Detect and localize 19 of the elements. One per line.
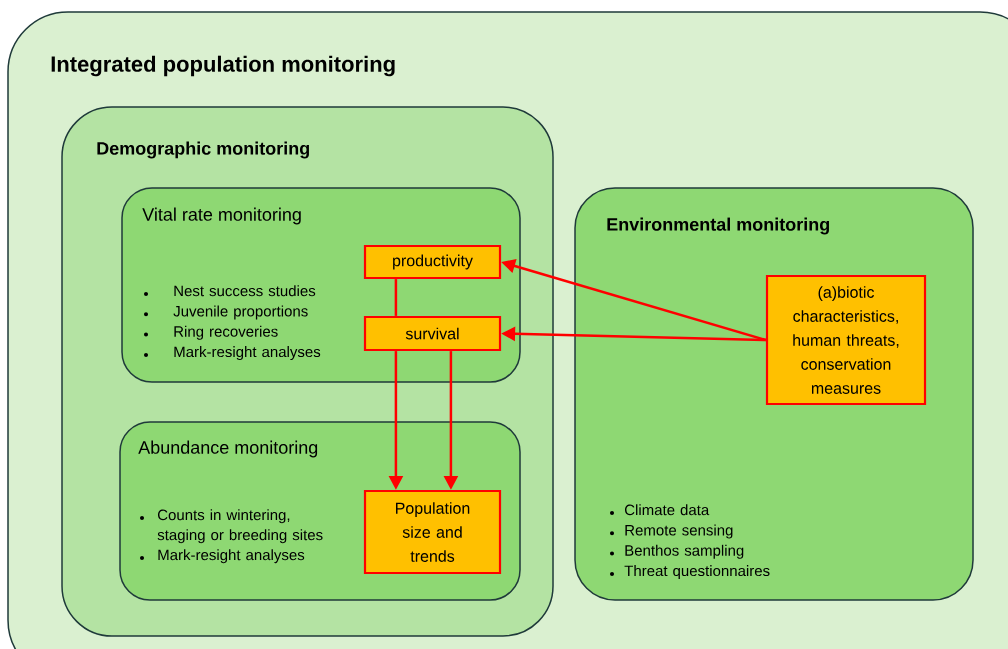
bullet-item: Climate data — [610, 504, 710, 516]
output-box: (a)biotic characteristics, human threats, conservation measures — [765, 274, 927, 406]
bullet-item: Benthos sampling — [610, 544, 744, 559]
bullet-item: Nest success studies — [144, 285, 316, 297]
output-box: Population size and trends — [363, 489, 502, 575]
heading: Integrated population monitoring — [51, 55, 395, 77]
bullet-item: Mark-resight analyses — [140, 549, 305, 564]
bullet-item: Remote sensing — [610, 524, 733, 539]
output-box: survival — [363, 315, 502, 352]
bullet-item: Counts in wintering, staging or breeding sites — [140, 509, 323, 544]
heading: Abundance monitoring — [138, 440, 318, 458]
output-box: productivity — [363, 244, 502, 280]
heading: Vital rate monitoring — [142, 207, 301, 225]
bullet-item: Juvenile proportions — [144, 305, 308, 320]
bullet-item: Ring recoveries — [144, 325, 278, 340]
bullet-item: Mark-resight analyses — [144, 346, 321, 361]
bullet-item: Threat questionnaires — [610, 565, 770, 580]
heading: Demographic monitoring — [97, 141, 309, 159]
heading: Environmental monitoring — [607, 217, 829, 235]
